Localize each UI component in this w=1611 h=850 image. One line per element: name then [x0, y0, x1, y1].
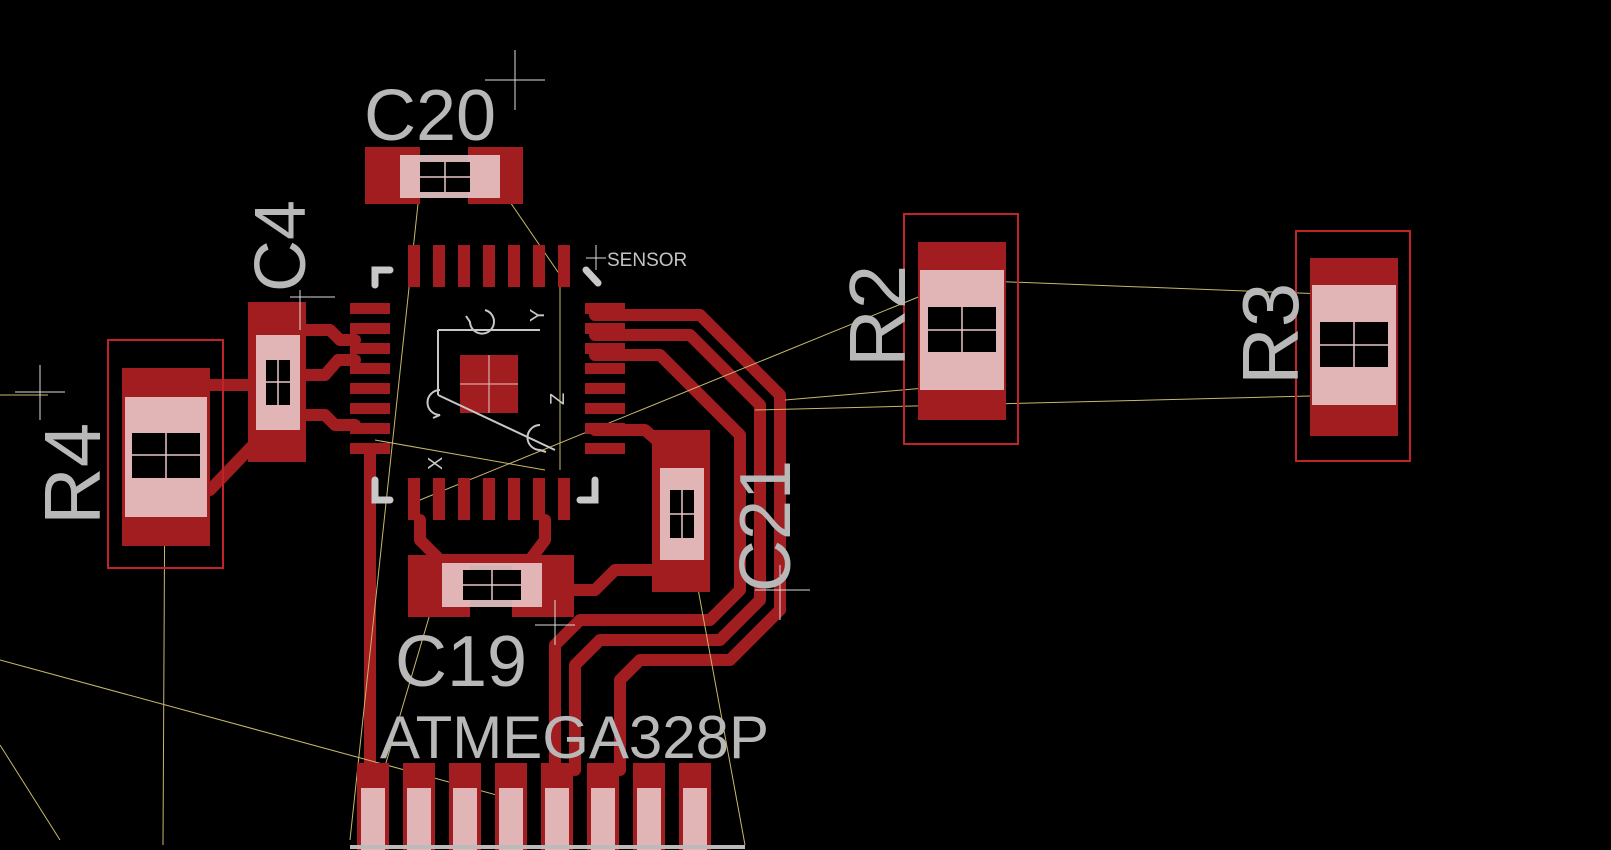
mcu-atmega328p[interactable]: ATMEGA328P [350, 704, 769, 850]
resistor-r3[interactable]: R3 [1226, 230, 1411, 462]
c21-label: C21 [726, 460, 806, 592]
sensor-axis-marks [426, 309, 556, 453]
copper-traces[interactable] [204, 309, 786, 776]
sensor-axis-y: Y [527, 309, 549, 322]
sensor-bottom-pins [408, 478, 570, 520]
c20-label: C20 [364, 76, 496, 156]
capacitor-c20[interactable]: C20 [364, 50, 545, 204]
sensor-top-pins [408, 245, 570, 287]
capacitor-c4[interactable]: C4 [241, 200, 335, 462]
r2-label: R2 [833, 265, 922, 367]
capacitor-c19[interactable]: C19 [395, 555, 575, 702]
sensor-right-pins [585, 303, 625, 454]
sensor-label: SENSOR [607, 250, 687, 271]
resistor-r2[interactable]: R2 [833, 213, 1019, 445]
mcu-label: ATMEGA328P [380, 704, 769, 771]
sensor-axis-z: Z [547, 393, 569, 405]
sensor-left-pins [350, 303, 390, 454]
resistor-r4[interactable]: R4 [15, 339, 224, 569]
sensor-outline-corners [371, 266, 602, 504]
c19-label: C19 [395, 622, 527, 702]
sensor-ic[interactable]: Y Z X SENSOR [350, 245, 687, 520]
mcu-pins [357, 763, 711, 850]
r4-label: R4 [28, 423, 117, 525]
sensor-axis-x: X [425, 457, 447, 470]
capacitor-c21[interactable]: C21 [652, 430, 810, 620]
r3-label: R3 [1226, 283, 1315, 385]
c4-label: C4 [241, 200, 321, 292]
